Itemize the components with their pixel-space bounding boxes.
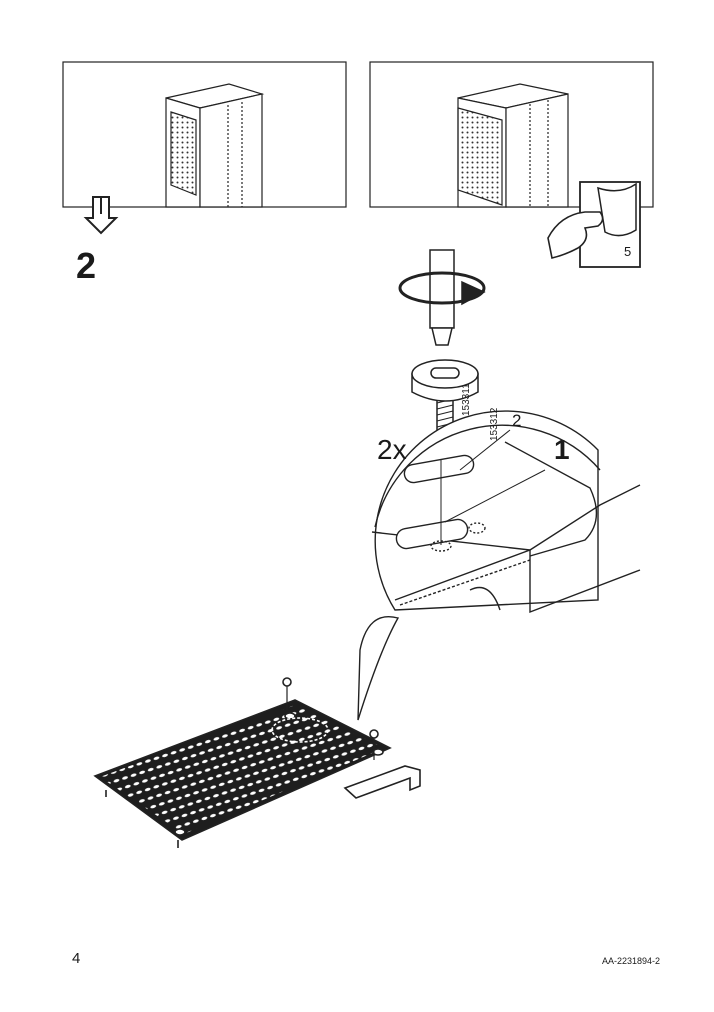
pegboard-panel (93, 677, 392, 848)
knob-screw-part (411, 359, 479, 452)
quantity-label: 2x (377, 434, 407, 465)
page-number: 4 (72, 950, 81, 967)
step-number: 2 (76, 245, 97, 286)
turn-over-arrow-icon (83, 196, 119, 235)
article-number-2: 153312 (489, 407, 500, 441)
page-reference: 5 (624, 244, 632, 259)
document-code: AA-2231894-2 (601, 956, 660, 966)
mounting-bracket (343, 765, 421, 799)
panel-after (369, 61, 654, 268)
page-turn-hand-icon (547, 181, 641, 268)
article-number-1: 153311 (461, 383, 472, 416)
cabinet-illustration-2 (457, 83, 569, 208)
panel-before (62, 61, 347, 235)
screwdriver-rotate-icon (398, 249, 486, 346)
part-1-label: 1 (554, 434, 570, 465)
cabinet-illustration-1 (165, 83, 265, 208)
detail-magnified-view (357, 410, 641, 721)
part-2-label: 2 (512, 411, 522, 430)
